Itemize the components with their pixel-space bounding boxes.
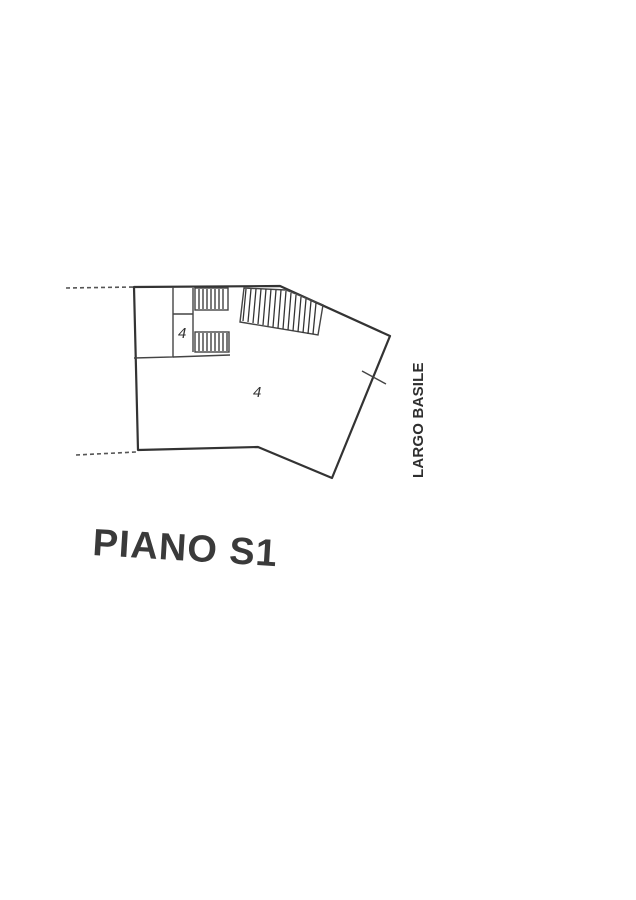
boundary-dashed-bottom	[75, 451, 137, 456]
stair-lower-left	[194, 331, 230, 353]
partition-lower	[172, 354, 231, 358]
stair-main	[239, 287, 324, 336]
outer-wall	[132, 284, 392, 480]
entrance-mark	[361, 370, 387, 385]
room-label-small: 4	[178, 325, 186, 342]
partition-left-room	[133, 287, 174, 359]
boundary-dashed-top	[65, 286, 135, 289]
stair-upper-left	[194, 287, 229, 311]
street-label: LARGO BASILE	[410, 362, 427, 478]
room-label-main: 4	[253, 384, 261, 401]
